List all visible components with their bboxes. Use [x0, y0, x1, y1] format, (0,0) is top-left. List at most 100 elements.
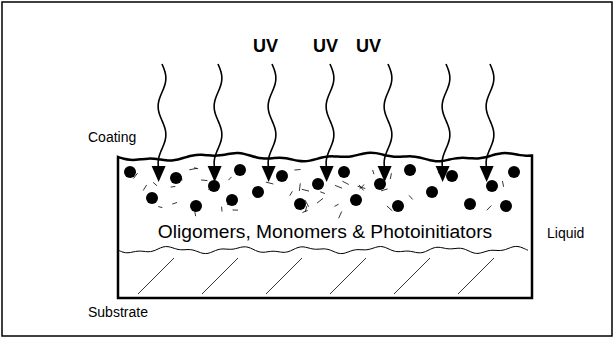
ray-arrowhead: [152, 166, 166, 182]
ray-line: [268, 64, 276, 168]
ray-arrowhead: [480, 166, 494, 182]
uv-ray: [378, 64, 392, 182]
molecule-dot: [124, 166, 136, 178]
ray-line: [486, 64, 494, 168]
uv-label: UV: [253, 36, 278, 56]
molecule-dash: [320, 192, 325, 194]
uv-ray: [480, 64, 494, 182]
molecule-dash: [194, 211, 196, 216]
molecule-dot: [486, 180, 498, 192]
substrate-hatch: [394, 258, 430, 294]
uv-ray: [208, 64, 222, 182]
ray-line: [214, 64, 222, 168]
molecule-dash: [335, 204, 339, 206]
label-holder: UV: [313, 36, 338, 56]
uv-rays: [152, 64, 494, 182]
molecule-dash: [181, 176, 183, 180]
molecule-dot: [500, 200, 512, 212]
molecule-dash: [299, 183, 301, 191]
molecule-dash: [305, 200, 309, 207]
ray-line: [384, 64, 392, 168]
molecule-dash: [381, 189, 387, 191]
molecule-dash: [358, 186, 366, 188]
molecule-dash: [315, 185, 322, 186]
molecule-dot: [234, 164, 246, 176]
molecule-dash: [345, 167, 348, 172]
ray-line: [326, 64, 334, 168]
molecule-dot: [350, 194, 362, 206]
molecule-dash: [227, 201, 234, 204]
molecule-dot: [426, 186, 438, 198]
molecule-dot: [146, 192, 158, 204]
label-holder: Substrate: [88, 303, 148, 321]
label-holder: Coating: [88, 128, 136, 146]
ray-arrowhead: [208, 166, 222, 182]
outer-frame: [2, 2, 612, 336]
molecule-dash: [342, 181, 348, 184]
molecule-dash: [221, 207, 222, 212]
molecule-dash: [201, 179, 207, 181]
molecule-dash: [339, 212, 342, 219]
label-holder: UV: [253, 36, 278, 56]
ray-line: [158, 64, 166, 168]
molecule-dot: [226, 194, 238, 206]
molecule-dash: [143, 185, 147, 191]
molecule-dash: [133, 173, 137, 178]
molecule-dash: [172, 202, 177, 204]
molecule-dash: [294, 169, 300, 171]
molecule-dash: [302, 189, 309, 191]
molecule-dash: [409, 195, 413, 199]
molecule-dot: [294, 198, 306, 210]
molecule-dot: [392, 200, 404, 212]
molecule-dash: [158, 207, 162, 208]
molecule-dash: [233, 209, 238, 210]
coating-layer: Oligomers, Monomers & Photoinitiators: [118, 152, 532, 298]
molecule-dot: [170, 172, 182, 184]
molecule-dash: [390, 173, 391, 179]
molecule-dash: [153, 182, 157, 185]
molecule-dot: [338, 166, 350, 178]
substrate-hatch: [330, 258, 366, 294]
substrate-interface: [118, 246, 528, 253]
molecule-dash: [487, 206, 492, 211]
molecule-dot: [276, 170, 288, 182]
ray-arrowhead: [378, 166, 392, 182]
substrate-hatch: [138, 258, 174, 294]
molecule-dash: [317, 198, 323, 203]
molecule-dash: [189, 168, 197, 169]
molecule-dots: [124, 164, 520, 218]
ray-line: [442, 64, 450, 168]
molecule-dot: [446, 170, 458, 182]
molecule-dash: [194, 168, 198, 169]
molecule-dash: [302, 210, 307, 212]
substrate-hatch: [266, 258, 302, 294]
molecule-dash: [373, 170, 374, 174]
liquid-label: Liquid: [547, 225, 584, 241]
uv-ray: [262, 64, 276, 182]
molecule-dash: [387, 206, 392, 211]
label-holder: Liquid: [547, 224, 584, 242]
molecule-dot: [404, 164, 416, 176]
molecule-dot: [252, 186, 264, 198]
molecule-dash: [335, 185, 342, 188]
substrate-label: Substrate: [88, 304, 148, 320]
molecule-dash: [502, 181, 503, 187]
uv-ray: [320, 64, 334, 182]
label-holder: UV: [356, 36, 381, 56]
ray-arrowhead: [262, 166, 276, 182]
uv-label: UV: [356, 36, 381, 56]
coating-contents-text: Oligomers, Monomers & Photoinitiators: [118, 220, 532, 244]
molecule-dash: [266, 182, 273, 184]
coating-label: Coating: [88, 129, 136, 145]
molecule-dash: [228, 177, 231, 180]
ray-arrowhead: [436, 166, 450, 182]
substrate-hatch: [202, 258, 238, 294]
molecule-dash: [290, 191, 293, 195]
molecule-dot: [508, 166, 520, 178]
molecule-dash: [171, 186, 176, 188]
uv-ray: [436, 64, 450, 182]
molecule-dot: [208, 180, 220, 192]
molecule-dot: [312, 178, 324, 190]
